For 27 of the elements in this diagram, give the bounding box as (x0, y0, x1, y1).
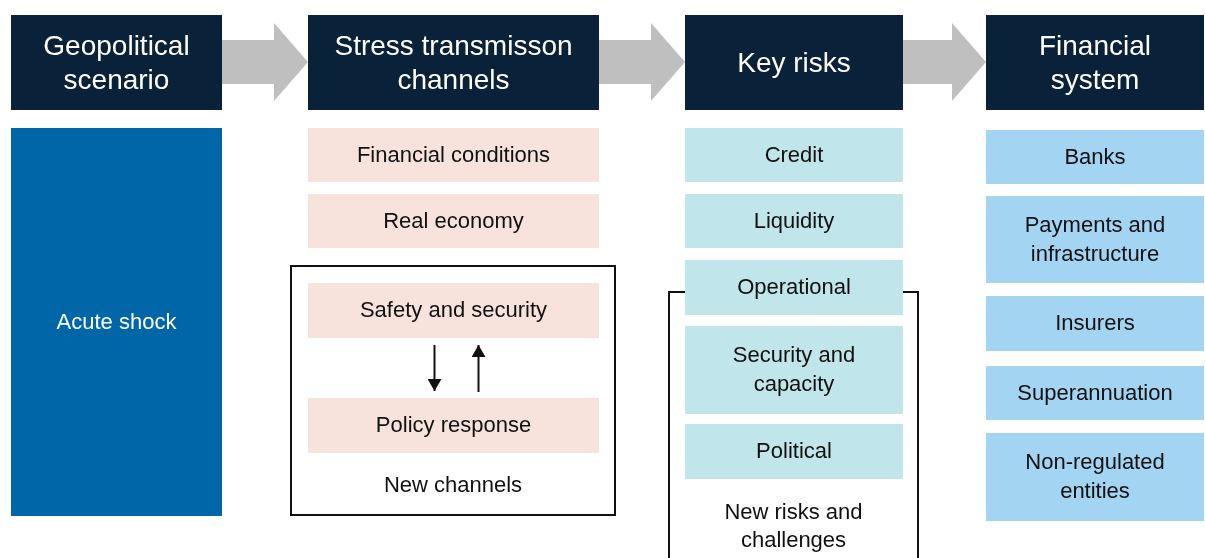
group-label: New risks and challenges (723, 497, 864, 555)
arrow (427, 344, 442, 392)
risk-box: Security and capacity (685, 326, 903, 414)
channel-box: Real economy (308, 194, 599, 248)
risk-box: Liquidity (685, 194, 903, 248)
sector-box: Superannuation (986, 366, 1204, 420)
risk-box: Operational (685, 260, 903, 315)
channel-box: Safety and security (308, 283, 599, 338)
channel-box: Policy response (308, 398, 599, 453)
header-box: Financial system (986, 15, 1204, 110)
header-box: Stress transmisson channels (308, 15, 599, 110)
arrow (471, 344, 486, 393)
risk-box: Credit (685, 128, 903, 182)
risk-box: Political (685, 424, 903, 479)
scenario-box: Acute shock (11, 128, 222, 516)
sector-box: Non-regulated entities (986, 433, 1204, 521)
channel-box: Financial conditions (308, 128, 599, 182)
chevron-arrow (599, 23, 685, 101)
chevron-arrow (903, 23, 986, 101)
group-label: New channels (383, 471, 523, 500)
sector-box: Insurers (986, 296, 1204, 351)
chevron-arrow (222, 23, 308, 101)
header-box: Geopolitical scenario (11, 15, 222, 110)
sector-box: Banks (986, 130, 1204, 184)
group-frame (290, 265, 616, 516)
sector-box: Payments and infrastructure (986, 196, 1204, 283)
header-box: Key risks (685, 15, 903, 110)
